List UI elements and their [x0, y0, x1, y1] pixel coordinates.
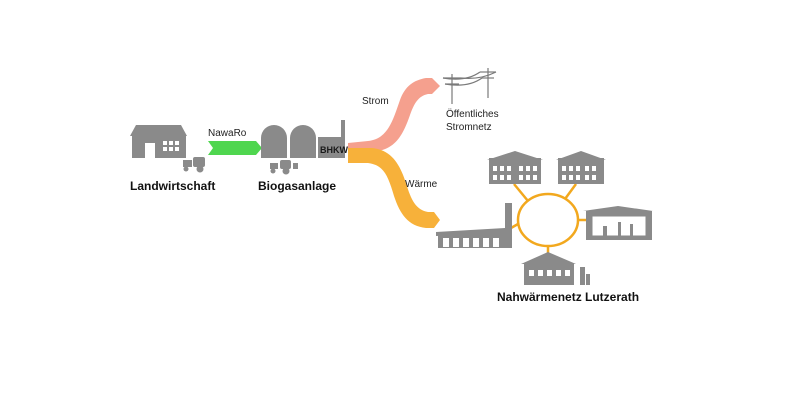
electricity-flow-band — [348, 78, 440, 152]
electricity-flow-label: Strom — [362, 96, 389, 107]
grid-label-line2: Stromnetz — [446, 122, 492, 133]
renewables-flow-label: NawaRo — [208, 128, 247, 139]
heat-flow-band — [348, 148, 440, 228]
heating-network-ring — [510, 183, 590, 258]
district-heating-label: Nahwärmenetz Lutzerath — [497, 290, 639, 304]
biogas-label: Biogasanlage — [258, 179, 336, 193]
house-building-icon — [521, 252, 590, 285]
hall-building-icon — [583, 206, 653, 240]
school-building-icon — [487, 151, 543, 184]
tractor-icon — [183, 157, 205, 173]
renewables-flow-arrow — [208, 141, 262, 155]
tractor-icon — [270, 160, 298, 175]
digester-tanks-icon — [261, 125, 316, 158]
chp-label: BHKW — [320, 145, 348, 155]
school-building-icon — [556, 151, 606, 184]
factory-building-icon — [436, 203, 512, 248]
farm-house-icon — [130, 125, 187, 158]
heat-flow-label: Wärme — [405, 179, 438, 190]
power-line-icon — [442, 68, 497, 104]
chp-unit-icon: BHKW — [318, 120, 348, 158]
grid-label-line1: Öffentliches — [446, 108, 499, 120]
farm-label: Landwirtschaft — [130, 179, 215, 193]
